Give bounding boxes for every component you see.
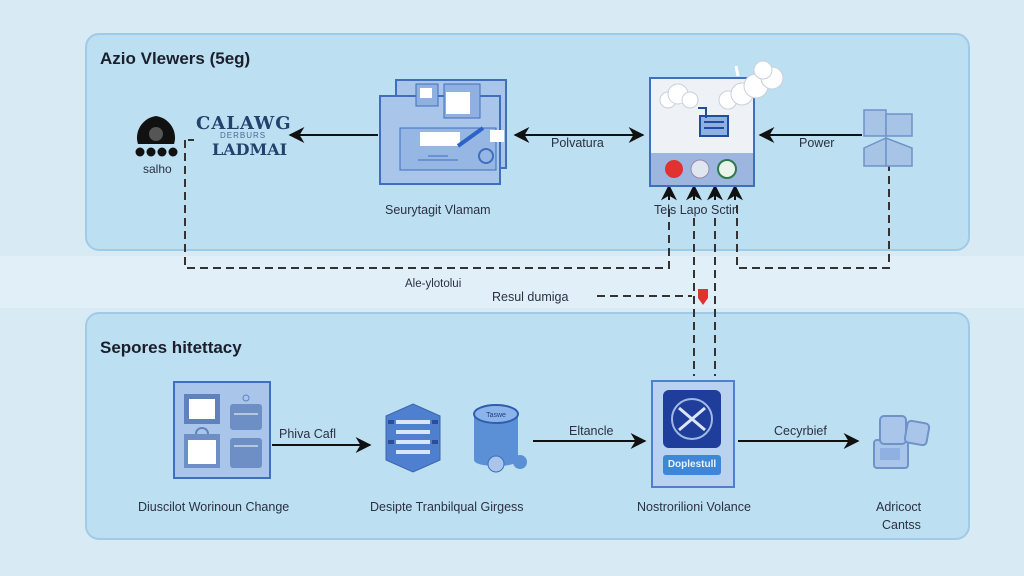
edge-label-eltancle: Eltancle (569, 424, 614, 438)
edge-label-cecyrbief: Cecyrbief (774, 424, 827, 438)
user-label: salho (143, 162, 172, 176)
app-window-label: Seurytagit Vlamam (385, 203, 491, 217)
brand-logo-line2: DERBURS (220, 131, 267, 140)
dashed-loop-left (184, 140, 670, 269)
middle-label-1: Ale-ylotolui (405, 278, 462, 290)
app-window-icon[interactable] (378, 78, 510, 188)
server-rack-icon[interactable] (384, 402, 442, 474)
edge-label-power: Power (799, 136, 835, 150)
computer-stack-icon[interactable] (860, 108, 918, 172)
dashed-loop-right (736, 165, 890, 269)
connector-band (0, 256, 1024, 308)
middle-label-2: Resul dumiga (492, 290, 569, 304)
consumer-label-line2: Cantss (882, 518, 921, 532)
servers-label: Desipte Tranbilqual Girgess (370, 500, 524, 514)
device-bundle-icon[interactable] (868, 408, 934, 474)
brand-logo-line1: CALAWG (196, 113, 292, 134)
cloud-server-icon[interactable] (648, 58, 793, 188)
user-group-icon[interactable] (130, 110, 182, 160)
workspace-icon[interactable] (172, 380, 272, 480)
database-tag: Taswe (486, 412, 506, 419)
red-pin-icon (698, 289, 708, 305)
security-label: Nostrorilioni Volance (637, 500, 751, 514)
brand-logo-line3: LADMAI (212, 140, 288, 159)
consumer-label-line1: Adricoct (876, 500, 922, 514)
top-section-title: Azio Vlewers (5eg) (100, 49, 251, 68)
database-icon[interactable]: Taswe (468, 402, 532, 478)
workspace-label: Diuscilot Worinoun Change (138, 500, 290, 514)
cloud-service-label: Tels Lapo Sctin (654, 203, 739, 217)
edge-label-phiva: Phiva Cafl (279, 427, 336, 441)
bottom-section-panel: Sepores hitettacy (85, 312, 970, 540)
edge-label-polvatura: Polvatura (551, 136, 604, 150)
bottom-section-title: Sepores hitettacy (100, 338, 242, 357)
security-action-button[interactable]: Doplestull (663, 455, 721, 475)
